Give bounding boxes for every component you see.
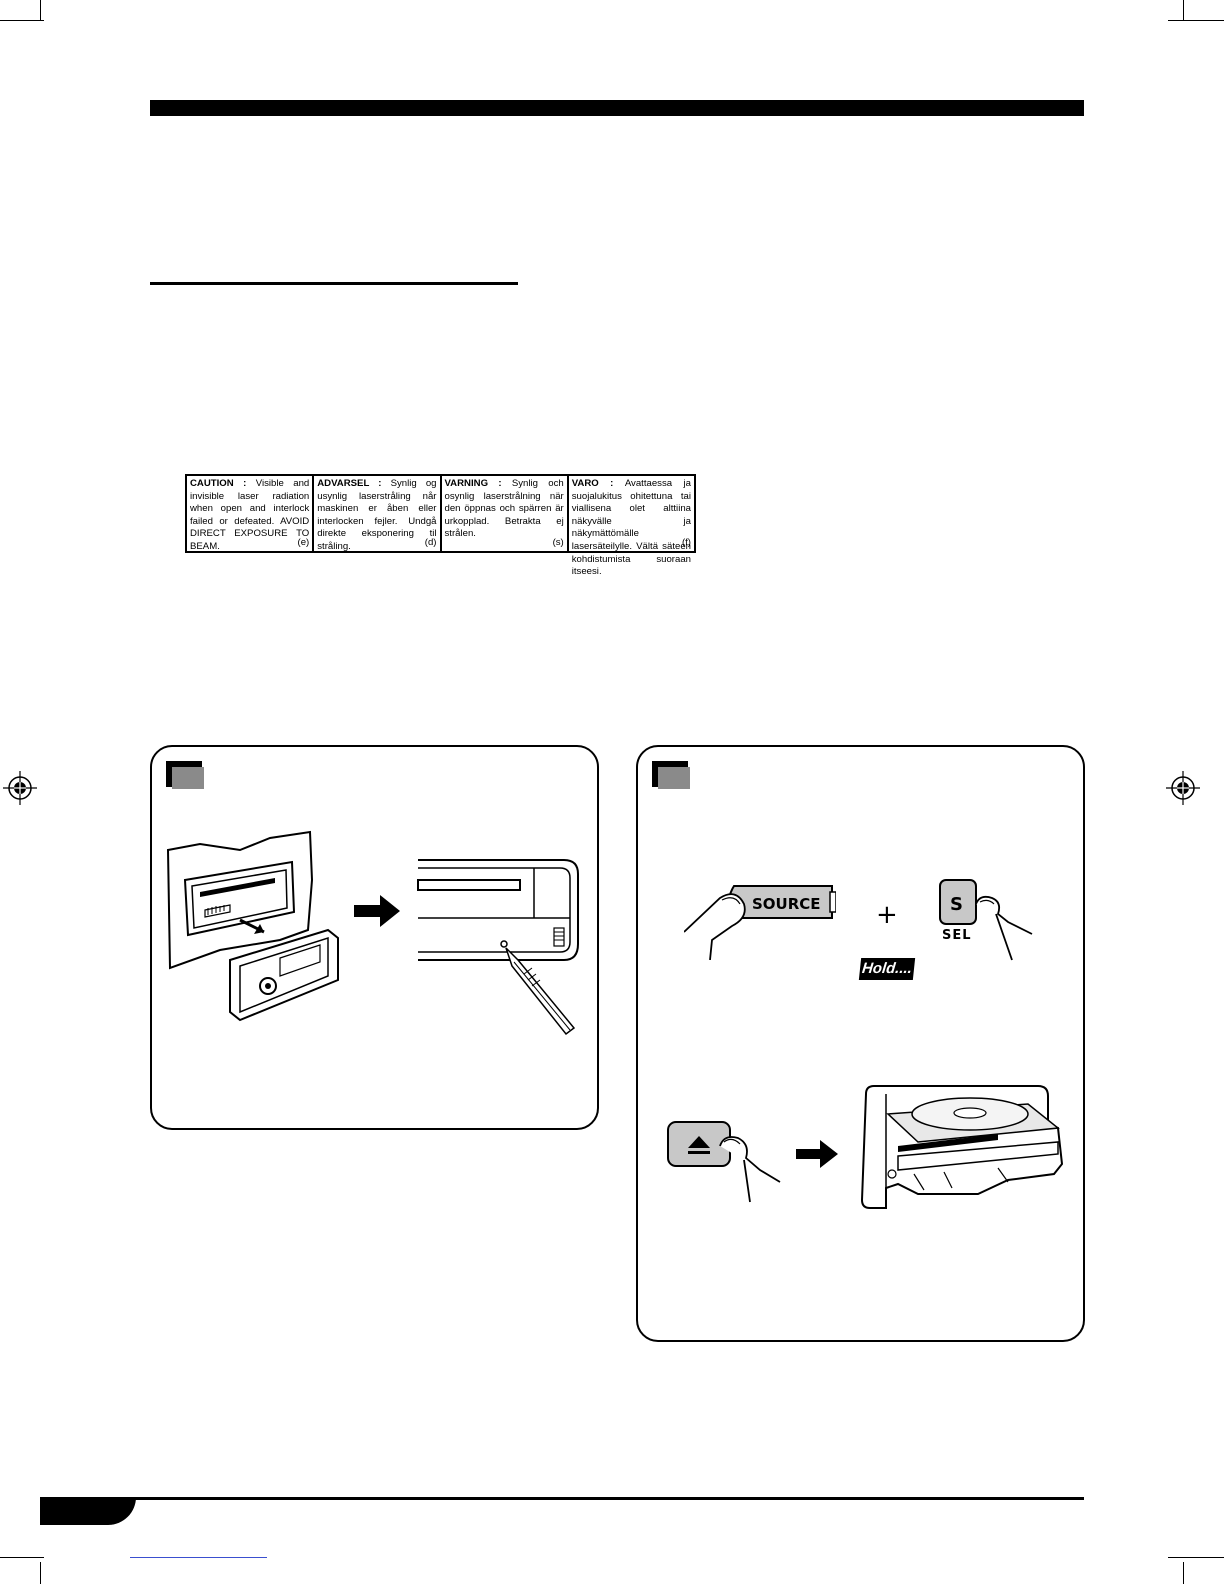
caution-cell-finnish: VARO : Avattaessa ja suojalukitus ohitet… bbox=[569, 476, 694, 577]
caution-text: Avattaessa ja suojalukitus ohitettuna ta… bbox=[571, 478, 691, 578]
footer-link-underline bbox=[130, 1557, 267, 1558]
caution-head: VARO : bbox=[571, 478, 625, 489]
right-arrow-icon bbox=[354, 895, 400, 927]
eject-icon bbox=[688, 1136, 710, 1154]
caution-cell-swedish: VARNING : Synlig och osynlig laserstråln… bbox=[442, 476, 569, 551]
footer-rule bbox=[40, 1497, 1084, 1500]
crop-mark-bottom-right-v bbox=[1183, 1562, 1184, 1584]
crop-mark-top-left-h bbox=[0, 20, 44, 21]
caution-cell-english: CAUTION : Visible and invisible laser ra… bbox=[187, 476, 315, 552]
registration-mark-icon bbox=[3, 771, 37, 805]
crop-mark-bottom-left-v bbox=[40, 1562, 41, 1584]
source-button-label: SOURCE bbox=[752, 895, 821, 913]
caution-head: VARNING : bbox=[444, 478, 512, 489]
s-button-press-illustration: S bbox=[939, 879, 1033, 961]
caution-head: ADVARSEL : bbox=[317, 478, 391, 489]
caution-text: Synlig og usynlig laserstråling når mask… bbox=[317, 478, 437, 552]
crop-mark-top-right-v bbox=[1183, 0, 1184, 20]
caution-text: Visible and invisible laser radiation wh… bbox=[190, 478, 310, 552]
page-number-tab bbox=[40, 1497, 136, 1525]
open-disc-tray-illustration bbox=[860, 1085, 1064, 1209]
step-marker bbox=[166, 761, 206, 789]
sel-label: SEL bbox=[942, 928, 972, 943]
crop-mark-bottom-right-h bbox=[1168, 1557, 1224, 1558]
caution-cell-danish: ADVARSEL : Synlig og usynlig laserstråli… bbox=[314, 476, 442, 552]
crop-mark-top-left-v bbox=[40, 0, 41, 20]
caution-head: CAUTION : bbox=[190, 478, 256, 489]
caution-code: (s) bbox=[552, 537, 564, 549]
step-marker bbox=[652, 761, 692, 789]
hold-badge: Hold.... bbox=[858, 958, 916, 980]
section-rule bbox=[150, 282, 518, 285]
caution-code: (f) bbox=[681, 537, 691, 549]
caution-text: Synlig och osynlig laserstrålning när de… bbox=[444, 478, 564, 540]
plus-sign: + bbox=[876, 900, 898, 930]
right-arrow-icon bbox=[796, 1140, 838, 1168]
caution-code: (d) bbox=[424, 537, 437, 549]
s-button-label: S bbox=[950, 894, 963, 915]
reset-button-illustration bbox=[417, 859, 579, 1036]
registration-mark-icon bbox=[1166, 771, 1200, 805]
caution-code: (e) bbox=[297, 537, 310, 549]
disc-eject-illustration-panel bbox=[636, 745, 1085, 1342]
detach-control-panel-illustration bbox=[166, 830, 339, 1022]
laser-caution-label: CAUTION : Visible and invisible laser ra… bbox=[185, 474, 696, 577]
crop-mark-bottom-left-h bbox=[0, 1557, 44, 1558]
source-button-press-illustration: SOURCE bbox=[684, 885, 836, 960]
title-bar bbox=[150, 100, 1084, 116]
crop-mark-top-right-h bbox=[1168, 20, 1224, 21]
eject-button-press-illustration bbox=[667, 1121, 781, 1203]
